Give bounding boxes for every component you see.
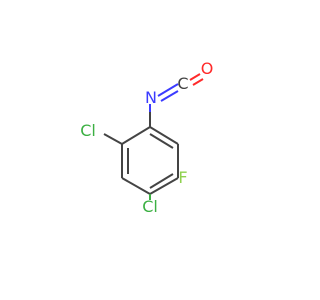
atom-label-n: N xyxy=(145,88,157,107)
bond-n-c-a xyxy=(157,83,179,97)
bond-c-o-b xyxy=(192,78,204,86)
bond-c-o-a xyxy=(189,73,201,81)
atom-label-c-isocyanate: C xyxy=(177,74,188,93)
bond-c2-cl xyxy=(103,133,123,145)
double-bond-c6-c1-inner xyxy=(149,133,174,149)
atom-label-cl-bottom: Cl xyxy=(142,197,158,216)
bond-c6-c1 xyxy=(149,126,179,145)
substituent-bonds xyxy=(103,73,204,200)
bond-c4-c5 xyxy=(149,177,179,195)
atom-label-cl-top: Cl xyxy=(80,121,96,140)
molecule-structure: Cl Cl F N C O xyxy=(80,59,214,216)
molecule-canvas: Cl Cl F N C O xyxy=(80,59,214,216)
bond-c3-c4 xyxy=(121,177,151,195)
bond-c1-c2 xyxy=(121,126,151,145)
double-bond-c4-c5-inner xyxy=(149,173,174,189)
bond-n-c-b xyxy=(160,90,179,102)
benzene-ring xyxy=(121,126,179,195)
atom-label-o: O xyxy=(201,59,214,78)
atom-label-f: F xyxy=(178,168,187,187)
